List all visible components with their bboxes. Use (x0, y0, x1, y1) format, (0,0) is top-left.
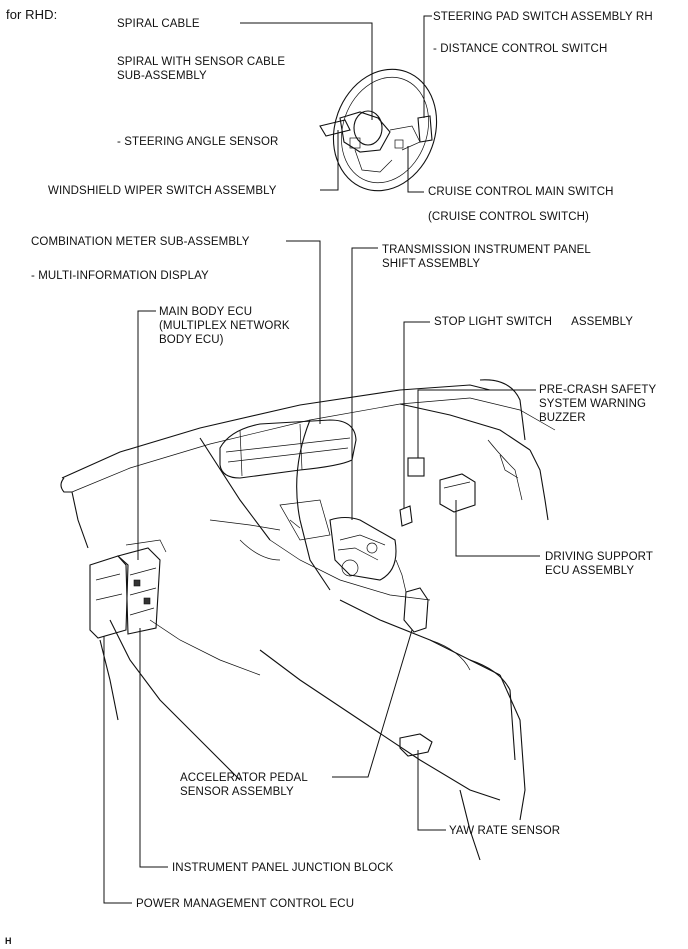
label-main-body-ecu: MAIN BODY ECU (MULTIPLEX NETWORK BODY EC… (159, 306, 290, 346)
label-multi-information-display: - MULTI-INFORMATION DISPLAY (31, 270, 209, 282)
figure-code: H (5, 936, 12, 946)
steering-wheel (319, 68, 438, 192)
label-steering-pad-switch: STEERING PAD SWITCH ASSEMBLY RH (433, 11, 653, 23)
label-spiral-cable: SPIRAL CABLE (117, 18, 200, 30)
right-side-components (395, 457, 476, 757)
body-ecu-drawings (89, 539, 167, 639)
label-combination-meter: COMBINATION METER SUB-ASSEMBLY (31, 236, 250, 248)
label-steering-angle-sensor: - STEERING ANGLE SENSOR (117, 136, 279, 148)
label-stop-light-switch: STOP LIGHT SWITCH ASSEMBLY (434, 316, 634, 328)
label-power-management-ecu: POWER MANAGEMENT CONTROL ECU (136, 898, 355, 910)
label-spiral-sensor-cable: SPIRAL WITH SENSOR CABLE SUB-ASSEMBLY (117, 56, 286, 82)
leader-lines (103, 15, 540, 904)
dashboard-outline (60, 379, 556, 861)
label-accelerator-pedal-sensor: ACCELERATOR PEDAL SENSOR ASSEMBLY (180, 772, 308, 798)
label-transmission-shift: TRANSMISSION INSTRUMENT PANEL SHIFT ASSE… (382, 244, 591, 270)
label-pre-crash-buzzer: PRE-CRASH SAFETY SYSTEM WARNING BUZZER (539, 384, 657, 424)
label-cruise-control-switch: (CRUISE CONTROL SWITCH) (428, 211, 589, 223)
diagram-header: for RHD: (6, 7, 58, 22)
label-driving-support-ecu: DRIVING SUPPORT ECU ASSEMBLY (545, 551, 653, 577)
label-windshield-wiper-switch: WINDSHIELD WIPER SWITCH ASSEMBLY (48, 185, 277, 197)
label-distance-control-switch: - DISTANCE CONTROL SWITCH (433, 43, 608, 55)
label-instrument-panel-junction-block: INSTRUMENT PANEL JUNCTION BLOCK (172, 862, 394, 874)
combination-meter-drawing (219, 419, 357, 479)
label-yaw-rate-sensor: YAW RATE SENSOR (449, 825, 561, 837)
label-cruise-control-main-switch: CRUISE CONTROL MAIN SWITCH (428, 186, 614, 198)
